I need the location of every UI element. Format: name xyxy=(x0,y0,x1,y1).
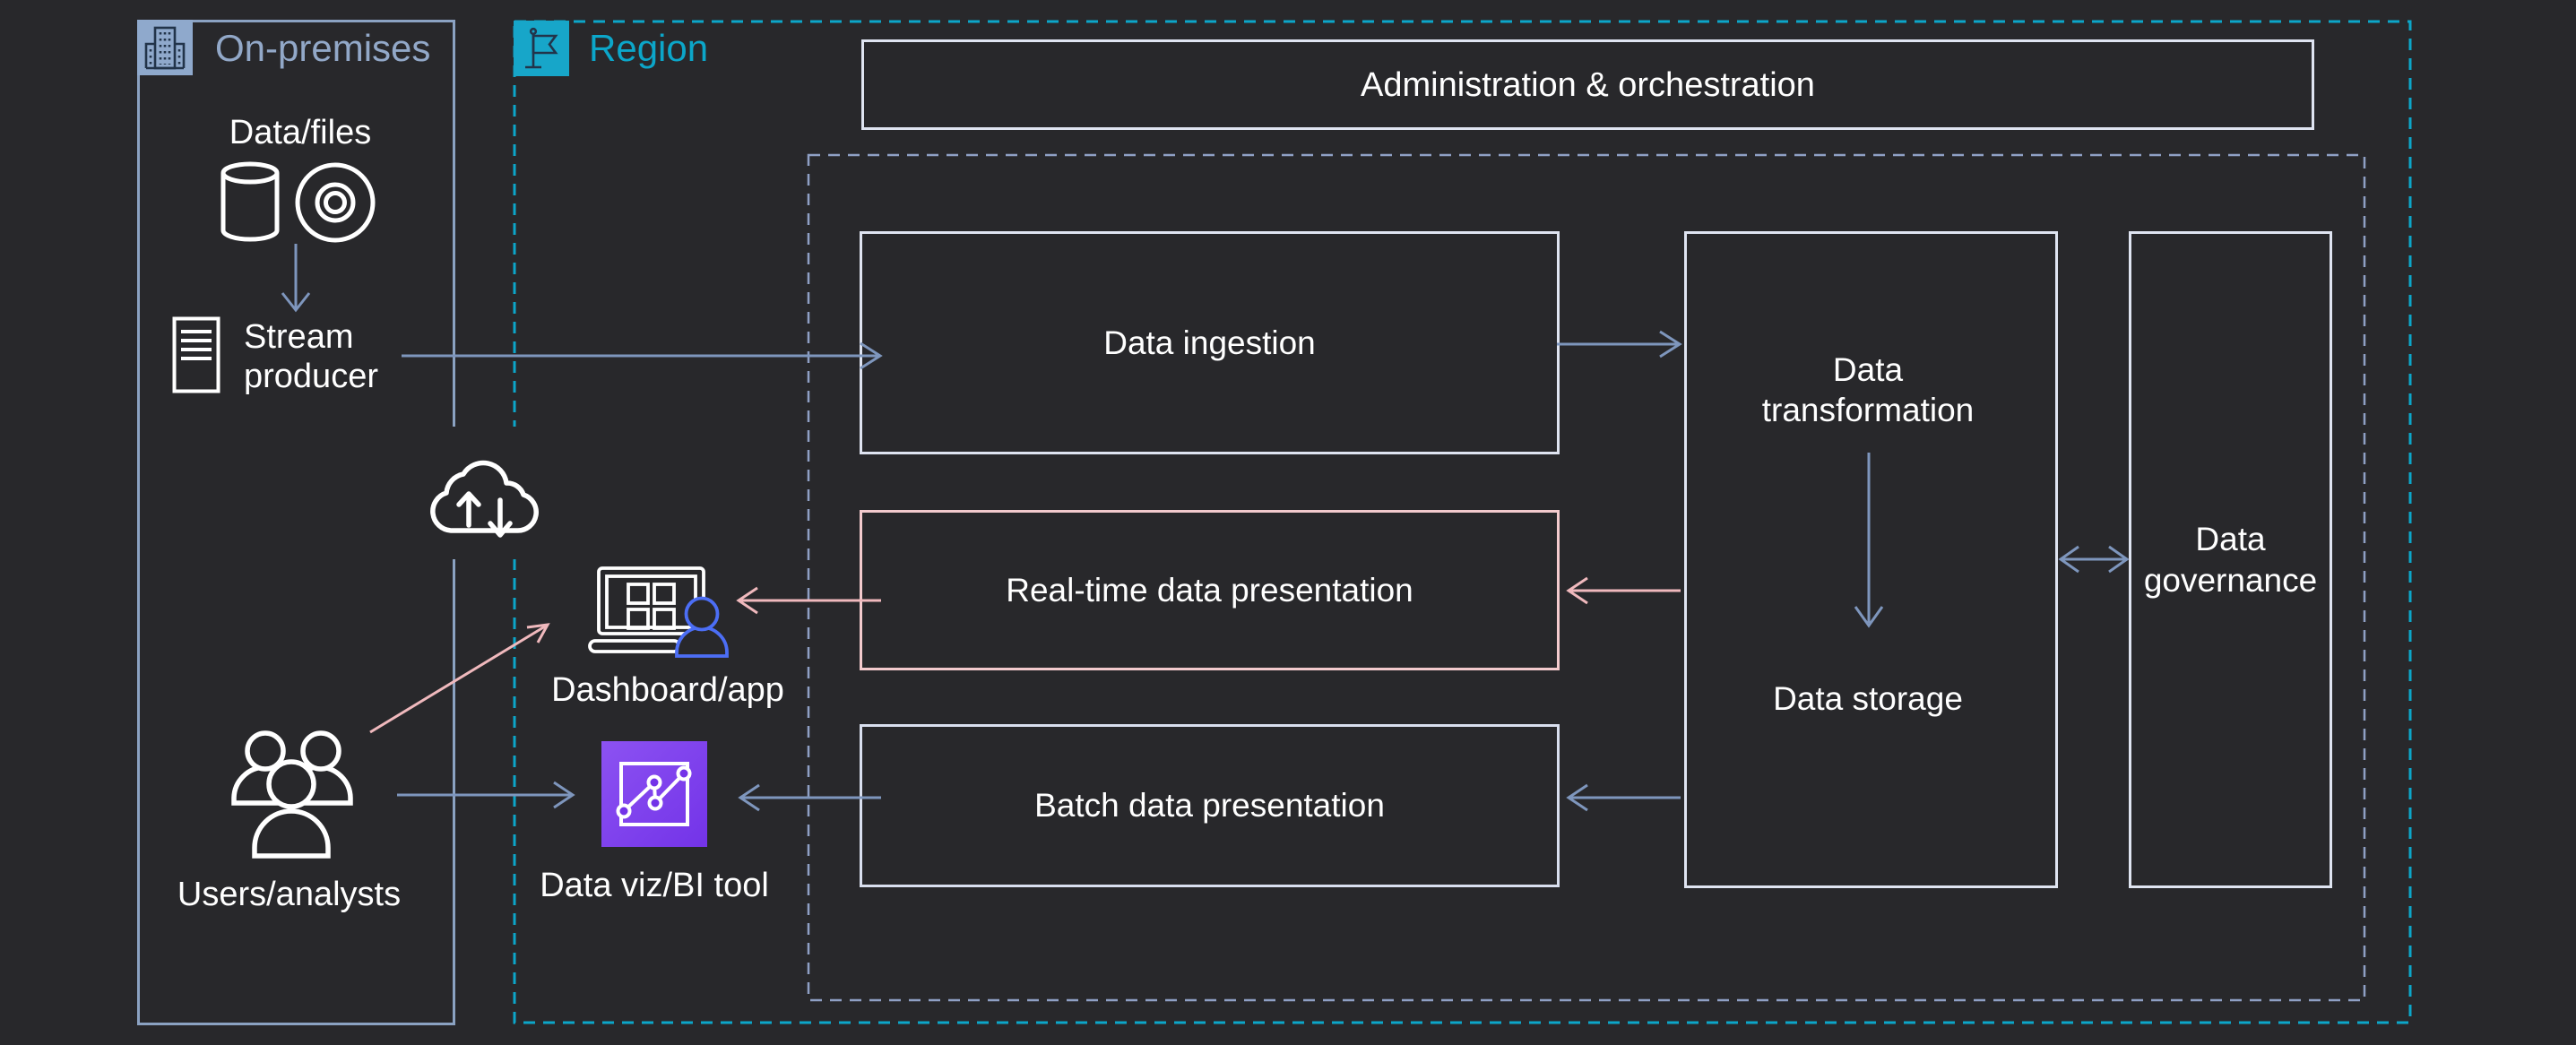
arrow-users-to-dashboard xyxy=(369,623,550,734)
person-icon xyxy=(675,596,729,658)
cloud-occluder xyxy=(405,427,563,559)
transformation-storage-box xyxy=(1684,231,2058,888)
data-ingestion-label: Data ingestion xyxy=(1103,324,1316,361)
region-header-square xyxy=(514,21,569,76)
administration-orchestration-box: Administration & orchestration xyxy=(861,39,2314,130)
cloud-transfer-icon xyxy=(430,460,539,538)
arrow-transformation-to-storage xyxy=(1854,453,1884,628)
data-files-label: Data/files xyxy=(229,114,372,151)
data-governance-label: Data governance xyxy=(2143,520,2318,599)
building-icon xyxy=(144,26,186,70)
data-viz-bi-label: Data viz/BI tool xyxy=(540,867,769,904)
batch-presentation-label: Batch data presentation xyxy=(1034,787,1385,824)
arrow-transformation-governance-bidirectional xyxy=(2058,545,2130,574)
stream-producer-label: Stream producer xyxy=(244,318,378,395)
arrow-users-to-dataviz xyxy=(397,781,575,809)
arrow-files-to-stream xyxy=(281,244,311,313)
on-premises-label: On-premises xyxy=(215,27,431,69)
disc-icon xyxy=(295,162,376,243)
region-label: Region xyxy=(589,27,709,69)
arrow-transformation-to-realtime xyxy=(1566,576,1681,605)
dashboard-app-label: Dashboard/app xyxy=(551,671,784,709)
realtime-presentation-label: Real-time data presentation xyxy=(1006,571,1413,609)
realtime-presentation-box: Real-time data presentation xyxy=(860,510,1560,670)
data-governance-box: Data governance xyxy=(2129,231,2332,888)
data-transformation-label: Data transformation xyxy=(1761,351,1975,428)
database-icon xyxy=(220,161,280,242)
flag-icon xyxy=(525,27,558,69)
arrow-batch-to-dataviz xyxy=(738,783,881,812)
users-analysts-label: Users/analysts xyxy=(177,876,402,913)
arrow-realtime-to-dashboard xyxy=(736,586,881,615)
arrow-stream-to-ingestion xyxy=(402,341,883,370)
inner-dashed-rect xyxy=(807,153,2366,1002)
batch-presentation-box: Batch data presentation xyxy=(860,724,1560,887)
on-premises-header-square xyxy=(137,20,193,75)
arrow-ingestion-to-transformation xyxy=(1557,330,1682,358)
dataviz-tile xyxy=(601,741,707,847)
data-storage-label: Data storage xyxy=(1773,680,1963,717)
document-icon xyxy=(172,316,220,393)
users-icon xyxy=(231,730,353,859)
administration-orchestration-label: Administration & orchestration xyxy=(1361,65,1815,104)
laptop-icon xyxy=(588,566,729,658)
chart-icon xyxy=(616,762,692,826)
arrow-storage-to-batch xyxy=(1566,783,1681,812)
